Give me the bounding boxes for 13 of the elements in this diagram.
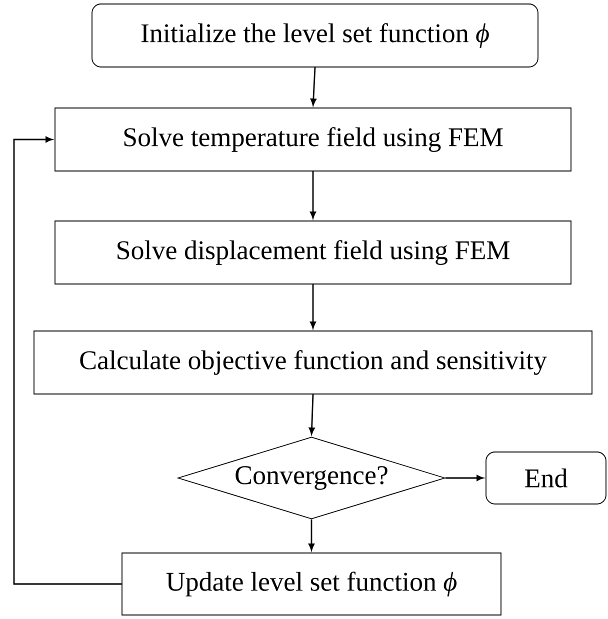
process-box: Solve displacement field using FEM	[54, 220, 572, 284]
arrow	[310, 67, 316, 106]
process-box: Calculate objective function and sensitivity	[34, 330, 592, 394]
process-box: Solve temperature field using FEM	[54, 108, 572, 172]
arrow	[310, 284, 316, 328]
arrow	[310, 171, 316, 218]
arrow	[308, 519, 314, 550]
arrow	[445, 475, 484, 481]
terminal-box: End	[486, 452, 606, 504]
arrow	[308, 394, 315, 434]
process-box: Update level set function ϕ	[122, 552, 502, 616]
terminal-box: Initialize the level set function ϕ	[92, 4, 538, 68]
arrow	[13, 136, 122, 585]
